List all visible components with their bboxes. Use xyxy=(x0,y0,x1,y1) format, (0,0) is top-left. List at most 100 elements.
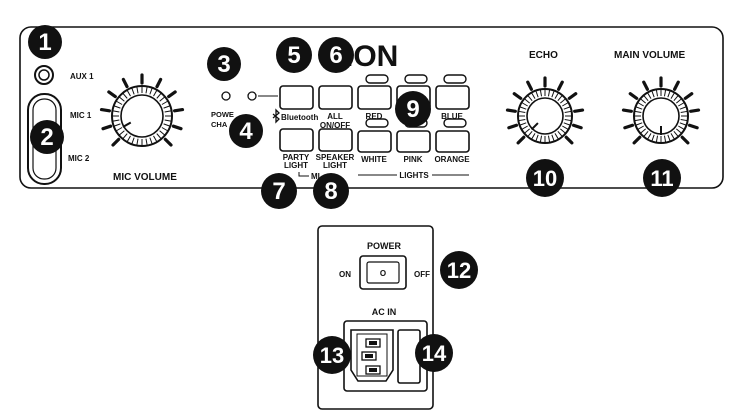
knob-knurl xyxy=(675,98,683,104)
knob-knurl xyxy=(131,87,135,95)
knob-knurl xyxy=(551,90,555,98)
orange-label: ORANGE xyxy=(434,155,470,164)
knob-knurl xyxy=(519,122,527,126)
knob-tick xyxy=(111,137,121,147)
knob-knurl xyxy=(527,130,533,138)
knob-knurl xyxy=(161,100,169,105)
knob-knurl xyxy=(527,94,533,102)
knob-tick xyxy=(689,108,701,113)
main-volume-label: MAIN VOLUME xyxy=(614,50,685,61)
knob-knurl xyxy=(115,100,123,105)
knob-knurl xyxy=(113,123,121,127)
knob-knurl xyxy=(531,133,536,140)
knob-knurl xyxy=(679,122,687,126)
knob-tick xyxy=(680,135,690,145)
knob-tick xyxy=(687,123,699,130)
callout-14-label: 14 xyxy=(422,341,447,366)
knob-knurl xyxy=(647,133,652,140)
ac-in-label: AC IN xyxy=(372,307,397,317)
knob-tick xyxy=(512,92,523,100)
mic1-label: MIC 1 xyxy=(70,111,92,120)
knob-knurl xyxy=(136,138,139,146)
knob-knurl xyxy=(547,135,551,143)
knob-knurl xyxy=(145,138,148,146)
knob-tick xyxy=(171,124,183,131)
knob-tick xyxy=(628,92,639,100)
knob-knurl xyxy=(136,86,139,94)
charge-led xyxy=(247,91,257,101)
knob-knurl xyxy=(149,87,153,95)
callout-8-marker xyxy=(313,173,349,209)
knob-tick xyxy=(632,135,642,145)
knob-knurl xyxy=(673,130,679,138)
knob-knurl xyxy=(562,102,569,107)
knob-knurl xyxy=(670,133,675,140)
callout-9-marker xyxy=(395,91,431,127)
party-light-button[interactable] xyxy=(279,128,314,152)
knob-knurl xyxy=(156,92,162,99)
knob-knurl xyxy=(562,125,569,130)
orange-indicator xyxy=(443,118,467,128)
knob-knurl xyxy=(518,110,526,114)
callout-3-marker xyxy=(207,47,241,81)
all-on-off-button[interactable] xyxy=(318,85,353,110)
knob-tick xyxy=(155,77,163,89)
knob-tick xyxy=(571,123,583,130)
knob-knurl xyxy=(531,92,536,99)
knob-knurl xyxy=(153,89,158,97)
knob-knurl xyxy=(563,106,571,110)
blue-indicator xyxy=(443,74,467,84)
lights-group-label: LIGHTS xyxy=(399,171,429,180)
knob-tick xyxy=(642,80,649,91)
all-label-line1: ALL xyxy=(327,112,343,121)
knob-knurl xyxy=(637,102,644,107)
knob-knurl xyxy=(663,135,667,143)
knob-knurl xyxy=(149,137,153,145)
knob-tick xyxy=(507,123,519,130)
party-label-line2: LIGHT xyxy=(284,161,308,170)
knob-tick xyxy=(526,80,533,91)
knob-knurl xyxy=(559,98,567,104)
speaker-light-button[interactable] xyxy=(318,128,353,152)
knob-tick xyxy=(621,108,633,113)
knob-tick xyxy=(673,80,680,91)
knob-knurl xyxy=(122,92,128,99)
knob-knurl xyxy=(651,134,655,142)
knob-knurl xyxy=(163,105,171,109)
blue-light-button[interactable] xyxy=(435,85,470,110)
pink-label: PINK xyxy=(403,155,422,164)
knob-pointer xyxy=(122,121,132,128)
callout-6-marker xyxy=(318,37,354,73)
power-rocker[interactable] xyxy=(366,261,400,284)
speaker-label-line1: SPEAKER xyxy=(316,153,355,162)
knob-knurl xyxy=(663,89,667,97)
knob-knurl xyxy=(521,125,528,130)
bluetooth-button[interactable] xyxy=(279,85,314,110)
pink-light-button[interactable] xyxy=(396,130,431,153)
callout-11-marker xyxy=(643,159,681,197)
knob-knurl xyxy=(637,125,644,130)
knob-knurl xyxy=(523,128,531,134)
knob-knurl xyxy=(667,134,671,142)
knob-knurl xyxy=(145,86,148,94)
knob-knurl xyxy=(554,92,559,99)
knob-knurl xyxy=(122,133,128,140)
callout-6-label: 6 xyxy=(329,42,342,69)
knob-knurl xyxy=(673,94,679,102)
knob-knurl xyxy=(634,110,642,114)
red-light-button[interactable] xyxy=(357,85,392,110)
knob-tick xyxy=(172,107,185,113)
callout-8-label: 8 xyxy=(324,178,337,205)
mic-group-label: MI xyxy=(311,172,320,181)
knob-tick xyxy=(567,92,578,100)
knob-knurl xyxy=(539,135,543,143)
knob-tick xyxy=(516,135,526,145)
knob-knurl xyxy=(643,130,649,138)
knob-knurl xyxy=(115,127,123,132)
knob-knurl xyxy=(651,90,655,98)
orange-light-button[interactable] xyxy=(435,130,470,153)
knob-cap[interactable] xyxy=(120,94,164,138)
white-light-button[interactable] xyxy=(357,130,392,153)
callout-7-marker xyxy=(261,173,297,209)
